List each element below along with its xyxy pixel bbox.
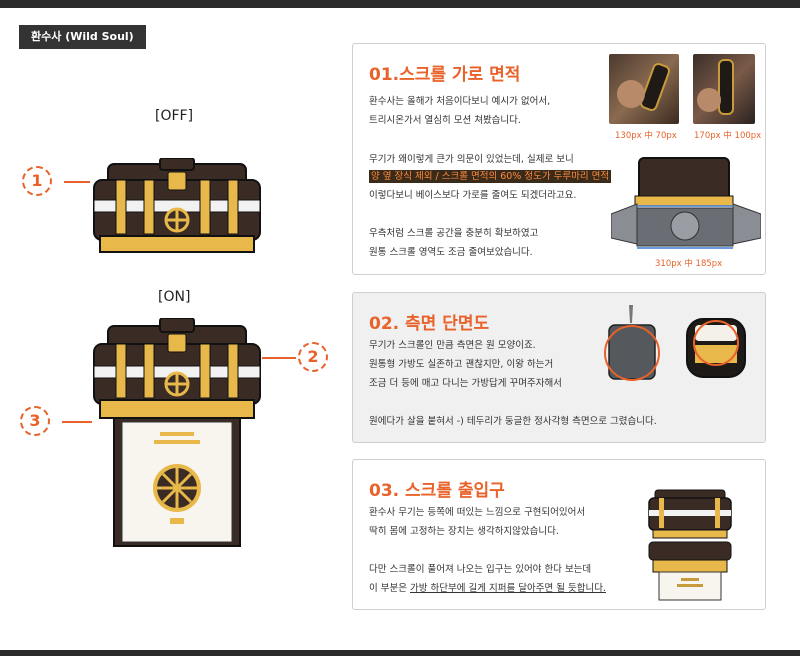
bottom-bar [0,650,800,656]
off-label: [OFF] [155,108,194,124]
marker-1-leader [64,181,90,183]
bag-on-illustration [93,318,261,547]
section-2-line: 원통형 가방도 실존하고 괜찮지만, 이왕 하는거 [369,359,554,370]
side-view-round [604,305,660,381]
bag-off-illustration [93,158,261,253]
section-3-line: 딱히 몸에 고정하는 장치는 생각하지않았습니다. [369,526,559,537]
top-bar [0,0,800,8]
section-side-section: 02. 측면 단면도 무기가 스크롤인 만큼 측면은 원 모양이죠. 원통형 가… [352,292,766,443]
section-scroll-opening: 03. 스크롤 출입구 환수사 무기는 등쪽에 떠있는 느낌으로 구현되어있어서… [352,459,766,610]
section-2-line: 원에다가 살을 붙혀서 -) 테두리가 둥글한 정사각형 측면으로 그렸습니다. [369,416,657,427]
section-1-line: 무기가 왜이렇게 큰가 의문이 있었는데, 실제로 보니 [369,154,574,165]
scroll-width-diagram [611,157,761,249]
marker-3: 3 [20,406,50,436]
caption-1: 130px 中 70px [615,131,677,141]
section-scroll-width: 01.스크롤 가로 면적 환수사는 올해가 처음이다보니 예시가 없어서, 트리… [352,43,766,275]
section-1-line: 트리시온가서 열심히 모션 쳐봤습니다. [369,115,521,126]
section-1-highlight-line: 양 옆 장식 제외 / 스크롤 면적의 60% 정도가 두루마리 면적 [369,170,612,183]
section-1-title: 01.스크롤 가로 면적 [369,65,521,85]
caption-2: 170px 中 100px [694,131,762,141]
section-1-line: 환수사는 올해가 처음이다보니 예시가 없어서, [369,96,551,107]
marker-2-leader [262,357,296,359]
section-1-line: 우측처럼 스크롤 공간을 충분히 확보하였고 [369,228,539,239]
marker-2: 2 [298,342,328,372]
caption-3: 310px 中 185px [655,259,723,269]
side-view-square [686,318,746,378]
section-2-title: 02. 측면 단면도 [369,314,490,334]
section-3-line: 이 부분은 가방 하단부에 길게 지퍼를 달아주면 될 듯합니다. [369,583,606,594]
section-2-line: 조금 더 등에 매고 다니는 가방답게 꾸며주자해서 [369,378,562,389]
section-3-title: 03. 스크롤 출입구 [369,481,505,501]
marker-3-leader [62,421,92,423]
game-screenshot-1 [609,54,679,124]
section-1-line: 원통 스크롤 영역도 조금 줄여보았습니다. [369,247,533,258]
section-3-line: 다만 스크롤이 풀어져 나오는 입구는 있어야 한다 보는데 [369,564,592,575]
section-2-line: 무기가 스크롤인 만큼 측면은 원 모양이죠. [369,340,536,351]
game-screenshot-2 [693,54,755,124]
section-1-line: 이렇다보니 베이스보다 가로를 줄여도 되겠더라고요. [369,190,577,201]
section-3-line: 환수사 무기는 등쪽에 떠있는 느낌으로 구현되어있어서 [369,507,586,518]
title-tag: 환수사 (Wild Soul) [19,25,146,49]
on-label: [ON] [158,289,191,305]
bag-opening-illustration [648,489,732,601]
marker-1: 1 [22,166,52,196]
